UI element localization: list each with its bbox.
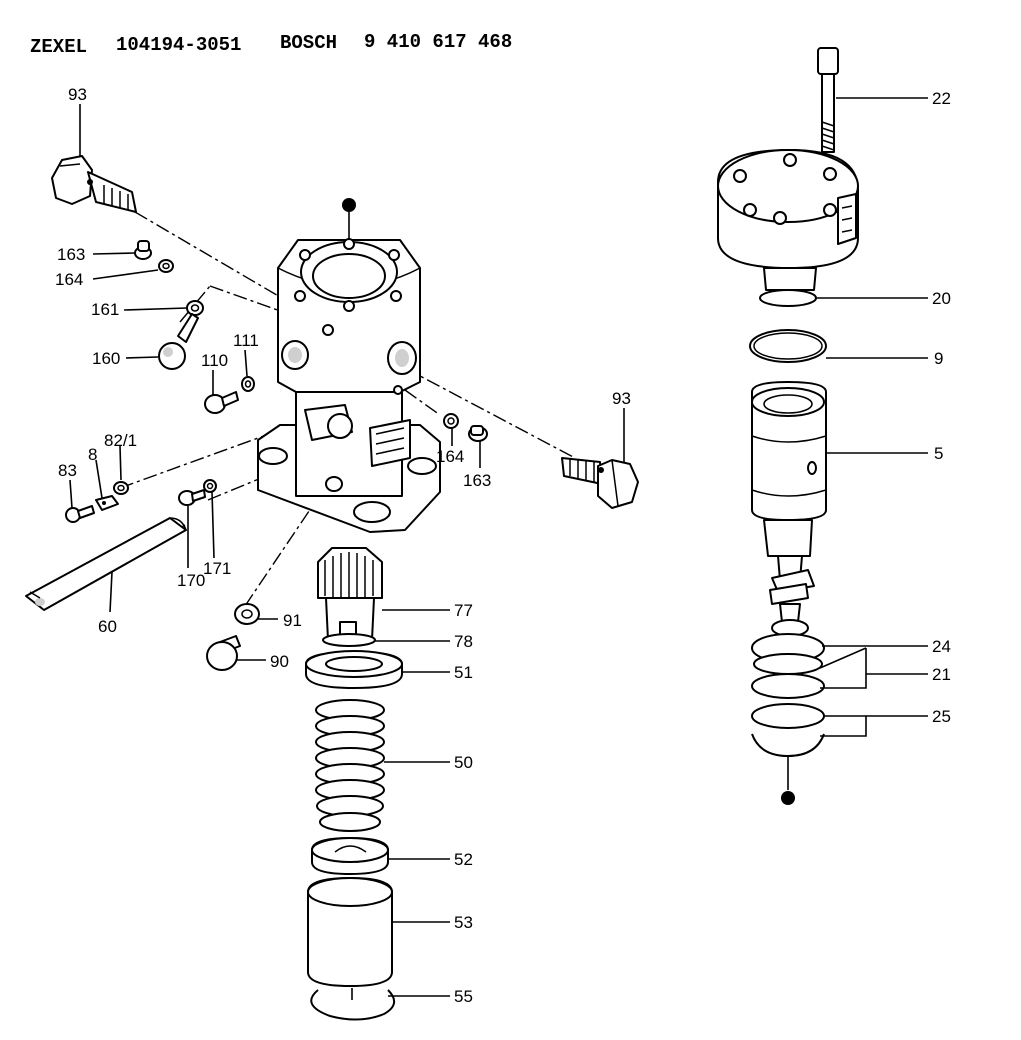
part-161 — [186, 300, 204, 316]
header: ZEXEL 104194-3051 BOSCH 9 410 617 468 — [30, 31, 512, 58]
part-160 — [158, 313, 199, 370]
label-90: 90 — [270, 652, 289, 671]
part-170 — [178, 489, 206, 506]
label-83: 83 — [58, 461, 77, 480]
leader-lines — [69, 97, 928, 997]
part-83 — [65, 505, 95, 523]
part-164-right — [443, 413, 459, 429]
header-oem-number: 9 410 617 468 — [364, 31, 512, 53]
barrel-5 — [751, 381, 827, 581]
part-111 — [241, 376, 255, 392]
label-77: 77 — [454, 601, 473, 620]
plug-90 — [206, 635, 241, 671]
tappet-53 — [307, 877, 393, 987]
part-110 — [204, 391, 239, 414]
seat-51 — [305, 650, 403, 689]
label-164-left: 164 — [55, 270, 83, 289]
part-164-left — [158, 259, 174, 273]
label-111: 111 — [233, 331, 259, 350]
washer-91 — [234, 603, 260, 625]
seat-52 — [311, 837, 389, 875]
label-53: 53 — [454, 913, 473, 932]
clip-55 — [310, 988, 395, 1021]
part-labels: 93 163 164 161 160 110 111 82/1 8 83 170… — [55, 85, 951, 1006]
label-52: 52 — [454, 850, 473, 869]
part-8 — [95, 495, 119, 511]
label-110: 110 — [201, 351, 228, 370]
label-21: 21 — [932, 665, 951, 684]
label-50: 50 — [454, 753, 473, 772]
label-93-right: 93 — [612, 389, 631, 408]
delivery-valve-holder — [717, 149, 859, 291]
header-oem-brand: BOSCH — [280, 32, 337, 54]
label-160: 160 — [92, 349, 120, 368]
label-51: 51 — [454, 663, 473, 682]
reference-dot-bottom — [781, 791, 795, 805]
banjo-bolt-93-top — [51, 155, 137, 213]
ring-78 — [322, 633, 376, 647]
pump-body — [257, 198, 441, 533]
control-sleeve-77 — [317, 547, 383, 641]
part-163-left — [134, 240, 152, 260]
part-163-right — [468, 425, 488, 442]
header-brand: ZEXEL — [30, 36, 87, 58]
header-zexel-number: 104194-3051 — [116, 34, 241, 56]
label-93-top: 93 — [68, 85, 87, 104]
label-55: 55 — [454, 987, 473, 1006]
label-8: 8 — [88, 445, 97, 464]
label-170: 170 — [177, 571, 205, 590]
part-82-1 — [113, 481, 129, 495]
label-24: 24 — [932, 637, 951, 656]
label-5: 5 — [934, 444, 943, 463]
ring-21 — [751, 653, 825, 699]
label-91: 91 — [283, 611, 302, 630]
oring-20 — [759, 289, 817, 307]
spring-50 — [315, 699, 385, 832]
label-60: 60 — [98, 617, 117, 636]
label-25: 25 — [932, 707, 951, 726]
label-9: 9 — [934, 349, 943, 368]
label-82-1: 82/1 — [104, 431, 137, 450]
label-164-right: 164 — [436, 447, 464, 466]
label-20: 20 — [932, 289, 951, 308]
control-rack-60 — [25, 517, 187, 611]
label-163-left: 163 — [57, 245, 85, 264]
label-171: 171 — [203, 559, 231, 578]
oring-9 — [749, 329, 827, 363]
plunger — [769, 569, 815, 637]
reference-dot-top — [342, 198, 356, 212]
label-22: 22 — [932, 89, 951, 108]
label-161: 161 — [91, 300, 119, 319]
banjo-bolt-93-right — [561, 457, 639, 509]
label-163-right: 163 — [463, 471, 491, 490]
bolt-22 — [817, 47, 839, 153]
label-78: 78 — [454, 632, 473, 651]
ring-25 — [751, 703, 825, 757]
part-171 — [203, 479, 217, 493]
